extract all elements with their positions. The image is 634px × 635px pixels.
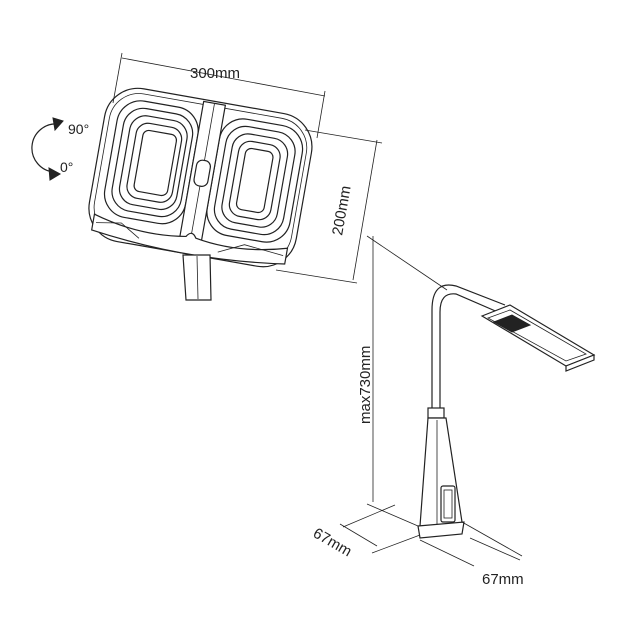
height-label: 200mm [329,184,354,236]
base-width-label: 67mm [482,571,524,588]
rotation-arrow-up-icon [52,117,64,132]
left-led-pad [103,100,199,225]
lamp-base [417,417,465,539]
width-dimension: 300mm [112,52,326,139]
lamp-iso-view: max730mm 67mm 67mm [310,235,596,588]
lamp-head-top-view [88,87,313,268]
rotation-arrow-down-icon [48,167,62,181]
max-height-label: max730mm [357,346,374,424]
rotation-lower-label: 0° [60,159,73,175]
base-depth-label: 67mm [310,525,355,561]
lamp-head-side [480,304,596,372]
rotation-indicator: 90° 0° [31,117,89,181]
width-label: 300mm [190,65,240,82]
base-depth-dimension: 67mm [310,504,421,561]
lamp-arm-stub [182,254,212,301]
rotation-upper-label: 90° [68,121,89,137]
clamp-slot [440,485,456,523]
power-button-icon [193,159,212,187]
max-height-dimension: max730mm [357,235,448,527]
lamp-gooseneck [431,284,506,410]
base-width-dimension: 67mm [419,521,524,588]
